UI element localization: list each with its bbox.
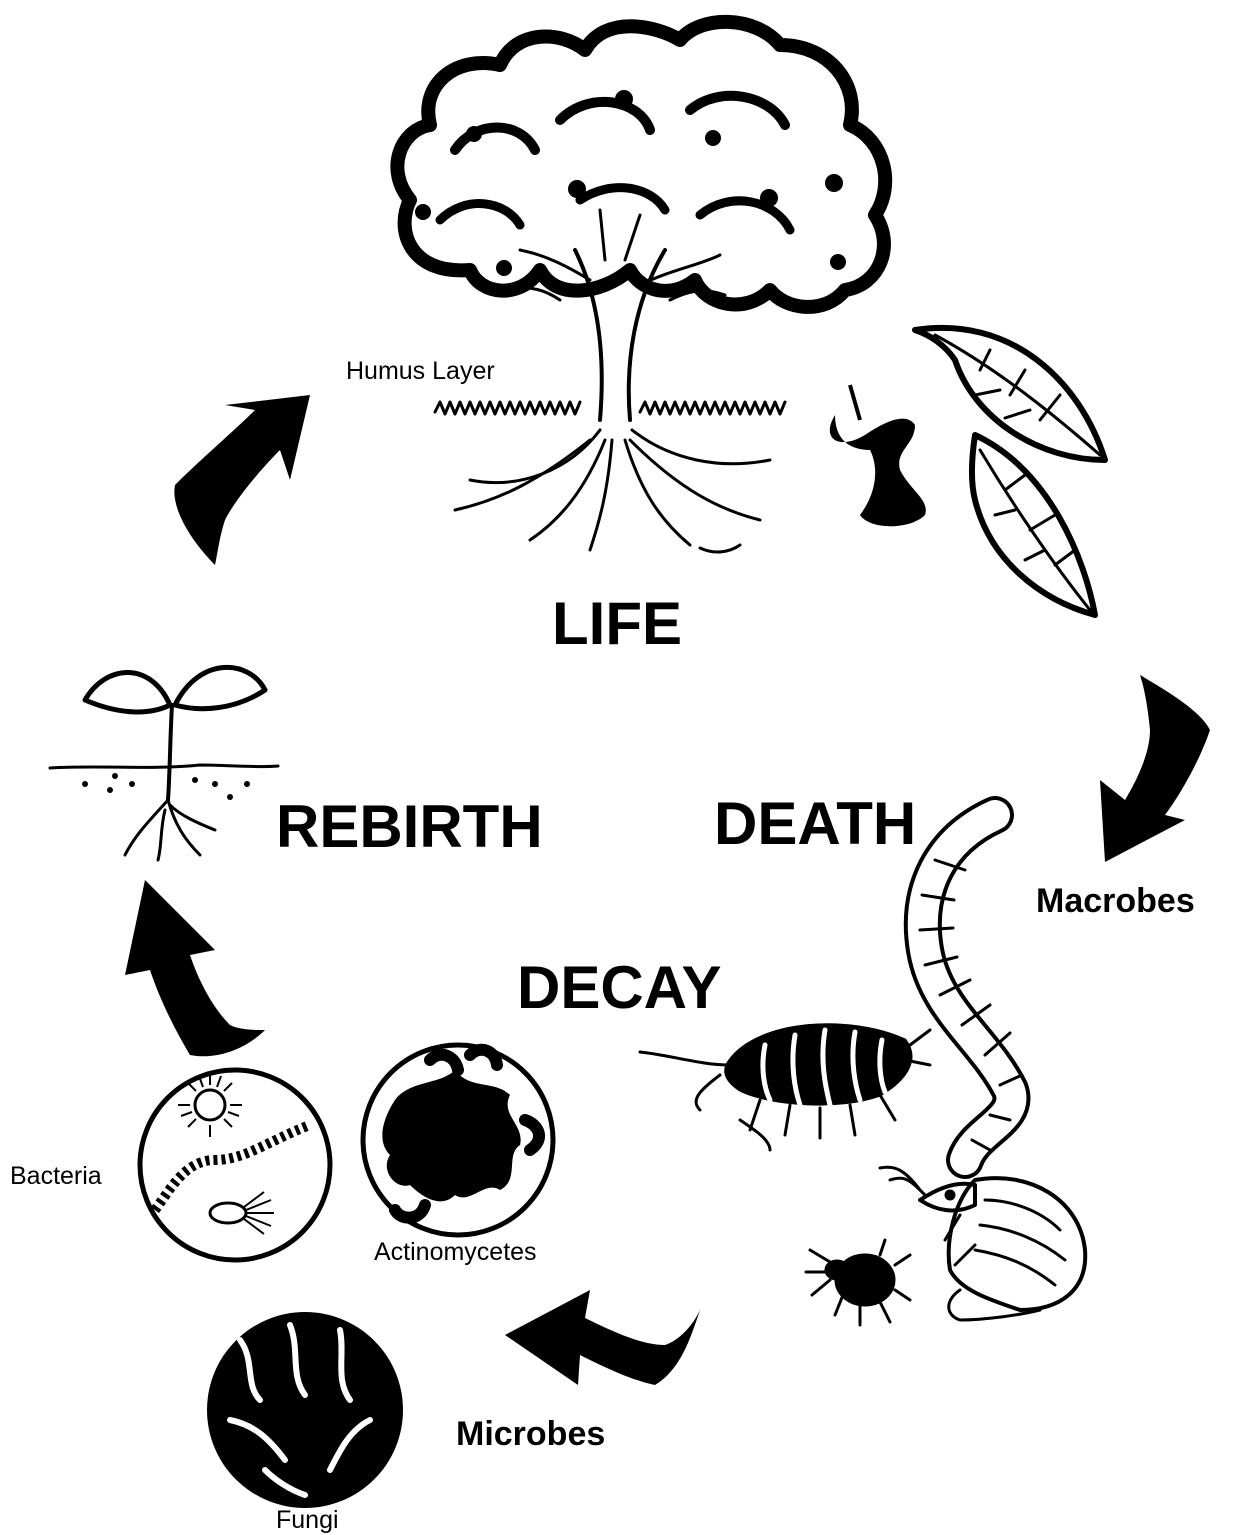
seedling-icon <box>50 667 278 860</box>
tree-icon <box>397 22 885 552</box>
macrobes-label: Macrobes <box>1036 884 1195 918</box>
death-stage-label: DEATH <box>714 794 916 854</box>
fungi-circle-icon <box>207 1312 403 1508</box>
apple-core-icon <box>830 385 926 526</box>
actinomycetes-circle-icon <box>363 1045 553 1235</box>
woodlouse-icon <box>640 1025 930 1150</box>
springtail-icon <box>880 1167 1085 1320</box>
earthworm-icon <box>920 815 1022 1160</box>
fungi-label: Fungi <box>276 1508 339 1533</box>
life-stage-label: LIFE <box>552 594 682 654</box>
actinomycetes-label: Actinomycetes <box>374 1240 537 1265</box>
rebirth-stage-label: REBIRTH <box>276 797 543 857</box>
seedling-soil-dots <box>82 773 250 800</box>
leaf-icon <box>915 328 1105 615</box>
mite-icon <box>806 1240 910 1325</box>
humus-layer-label: Humus Layer <box>346 359 495 384</box>
decay-stage-label: DECAY <box>517 958 722 1018</box>
microbes-label: Microbes <box>456 1417 605 1451</box>
bacteria-circle-icon <box>140 1070 330 1260</box>
bacteria-label: Bacteria <box>10 1164 102 1189</box>
